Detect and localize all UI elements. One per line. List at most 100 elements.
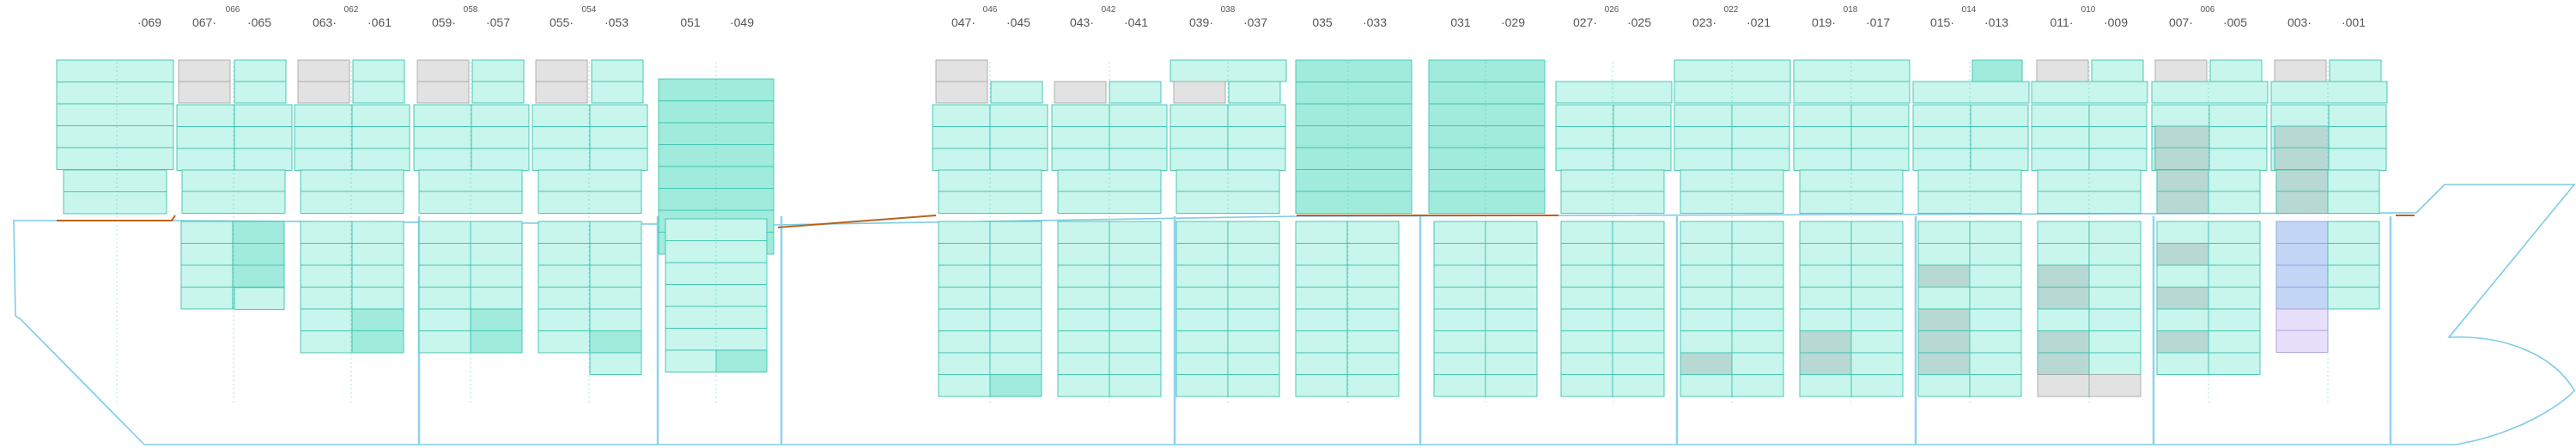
container-slot-201 <box>180 264 234 288</box>
container-slot-290 <box>1227 374 1280 397</box>
container-slot-385 <box>1917 374 1971 397</box>
container-slot-273 <box>1057 374 1110 397</box>
bay-label-067: 067· <box>192 15 216 29</box>
container-slot-314 <box>1485 287 1538 310</box>
container-slot-337 <box>1560 374 1613 397</box>
container-slot-73 <box>2031 104 2090 127</box>
container-slot-106 <box>591 81 644 104</box>
container-slot-283 <box>1176 308 1229 331</box>
bay-label-053: ·053 <box>605 15 629 29</box>
container-slot-359 <box>1799 264 1852 288</box>
container-slot-3 <box>56 125 174 148</box>
container-slot-320 <box>1485 352 1538 375</box>
container-slot-379 <box>1917 308 1971 331</box>
container-slot-57 <box>1674 126 1733 149</box>
container-slot-261 <box>1057 243 1110 266</box>
container-slot-376 <box>1969 264 2022 288</box>
container-slot-14 <box>351 104 410 127</box>
container-slot-158 <box>2037 191 2142 214</box>
container-slot-63 <box>1793 126 1852 149</box>
container-slot-111 <box>1109 81 1162 104</box>
container-slot-56 <box>1731 104 1790 127</box>
container-slot-209 <box>351 243 404 266</box>
container-slot-220 <box>418 243 471 266</box>
container-slot-414 <box>2208 330 2261 354</box>
container-slot-103 <box>535 59 588 82</box>
container-slot-28 <box>589 126 648 149</box>
bay-label-051: 051 <box>680 15 701 29</box>
container-slot-329 <box>1560 287 1613 310</box>
container-slot-234 <box>538 264 591 288</box>
container-slot-280 <box>1227 264 1280 288</box>
container-slot-339 <box>1680 221 1733 244</box>
container-slot-305 <box>1295 374 1348 397</box>
container-slot-211 <box>351 264 404 288</box>
container-slot-29 <box>532 148 591 171</box>
container-slot-51 <box>1555 126 1614 149</box>
container-slot-406 <box>2208 243 2261 266</box>
container-slot-219 <box>470 221 523 244</box>
container-slot-266 <box>1109 287 1162 310</box>
bay-label-015: 015· <box>1930 15 1954 29</box>
bay-label-035: 035 <box>1312 15 1333 29</box>
container-slot-212 <box>300 287 353 310</box>
container-slot-218 <box>418 221 471 244</box>
container-slot-392 <box>2088 264 2142 288</box>
container-slot-397 <box>2037 330 2090 354</box>
bay-label-058: 058 <box>464 5 478 15</box>
container-slot-130 <box>2270 81 2388 104</box>
container-slot-215 <box>351 308 404 331</box>
container-slot-195 <box>1428 169 1546 192</box>
container-slot-126 <box>2209 59 2263 82</box>
container-slot-361 <box>1799 287 1852 310</box>
container-slot-390 <box>2088 243 2142 266</box>
container-slot-18 <box>351 148 410 171</box>
container-slot-412 <box>2208 308 2261 331</box>
container-slot-347 <box>1680 308 1733 331</box>
container-slot-139 <box>418 169 523 192</box>
container-slot-399 <box>2037 352 2090 375</box>
bay-label-066: 066 <box>226 5 240 15</box>
container-slot-43 <box>1170 104 1229 127</box>
container-slot-54 <box>1613 148 1672 171</box>
container-slot-316 <box>1485 308 1538 331</box>
bay-label-019: 019· <box>1812 15 1836 29</box>
container-slot-206 <box>300 221 353 244</box>
container-slot-228 <box>418 330 471 354</box>
container-slot-386 <box>1969 374 2022 397</box>
container-slot-137 <box>300 169 404 192</box>
container-slot-254 <box>989 330 1042 354</box>
container-slot-216 <box>300 330 353 354</box>
container-slot-251 <box>938 308 991 331</box>
container-slot-374 <box>1969 243 2022 266</box>
container-slot-260 <box>1109 221 1162 244</box>
container-slot-346 <box>1731 287 1784 310</box>
container-slot-299 <box>1295 308 1348 331</box>
container-slot-150 <box>1560 191 1665 214</box>
container-slot-9 <box>176 126 235 149</box>
bay-label-007: 007· <box>2169 15 2193 29</box>
container-slot-116 <box>1674 59 1791 82</box>
container-slot-342 <box>1731 243 1784 266</box>
container-slot-115 <box>1555 81 1673 104</box>
container-slot-152 <box>1680 191 1784 214</box>
bay-labels: ·069 067· 066 ·065 063· 062 ·061 059· 05… <box>137 5 2366 29</box>
container-slot-297 <box>1295 287 1348 310</box>
container-slot-382 <box>1969 330 2022 354</box>
container-slot-189 <box>1295 191 1413 214</box>
container-slot-417 <box>2275 221 2329 244</box>
container-slot-336 <box>1612 352 1665 375</box>
bay-label-006: 006 <box>2201 5 2215 15</box>
container-slot-38 <box>1109 104 1168 127</box>
container-slot-30 <box>589 148 648 171</box>
container-slot-191 <box>1428 82 1546 105</box>
container-slot-278 <box>1227 243 1280 266</box>
container-slot-104 <box>535 81 588 104</box>
container-slot-351 <box>1680 352 1733 375</box>
container-slot-366 <box>1850 330 1904 354</box>
container-slot-94 <box>234 81 287 104</box>
container-slot-274 <box>1109 374 1162 397</box>
container-slot-31 <box>932 104 991 127</box>
container-slot-165 <box>2275 169 2329 192</box>
container-slot-108 <box>935 81 988 104</box>
